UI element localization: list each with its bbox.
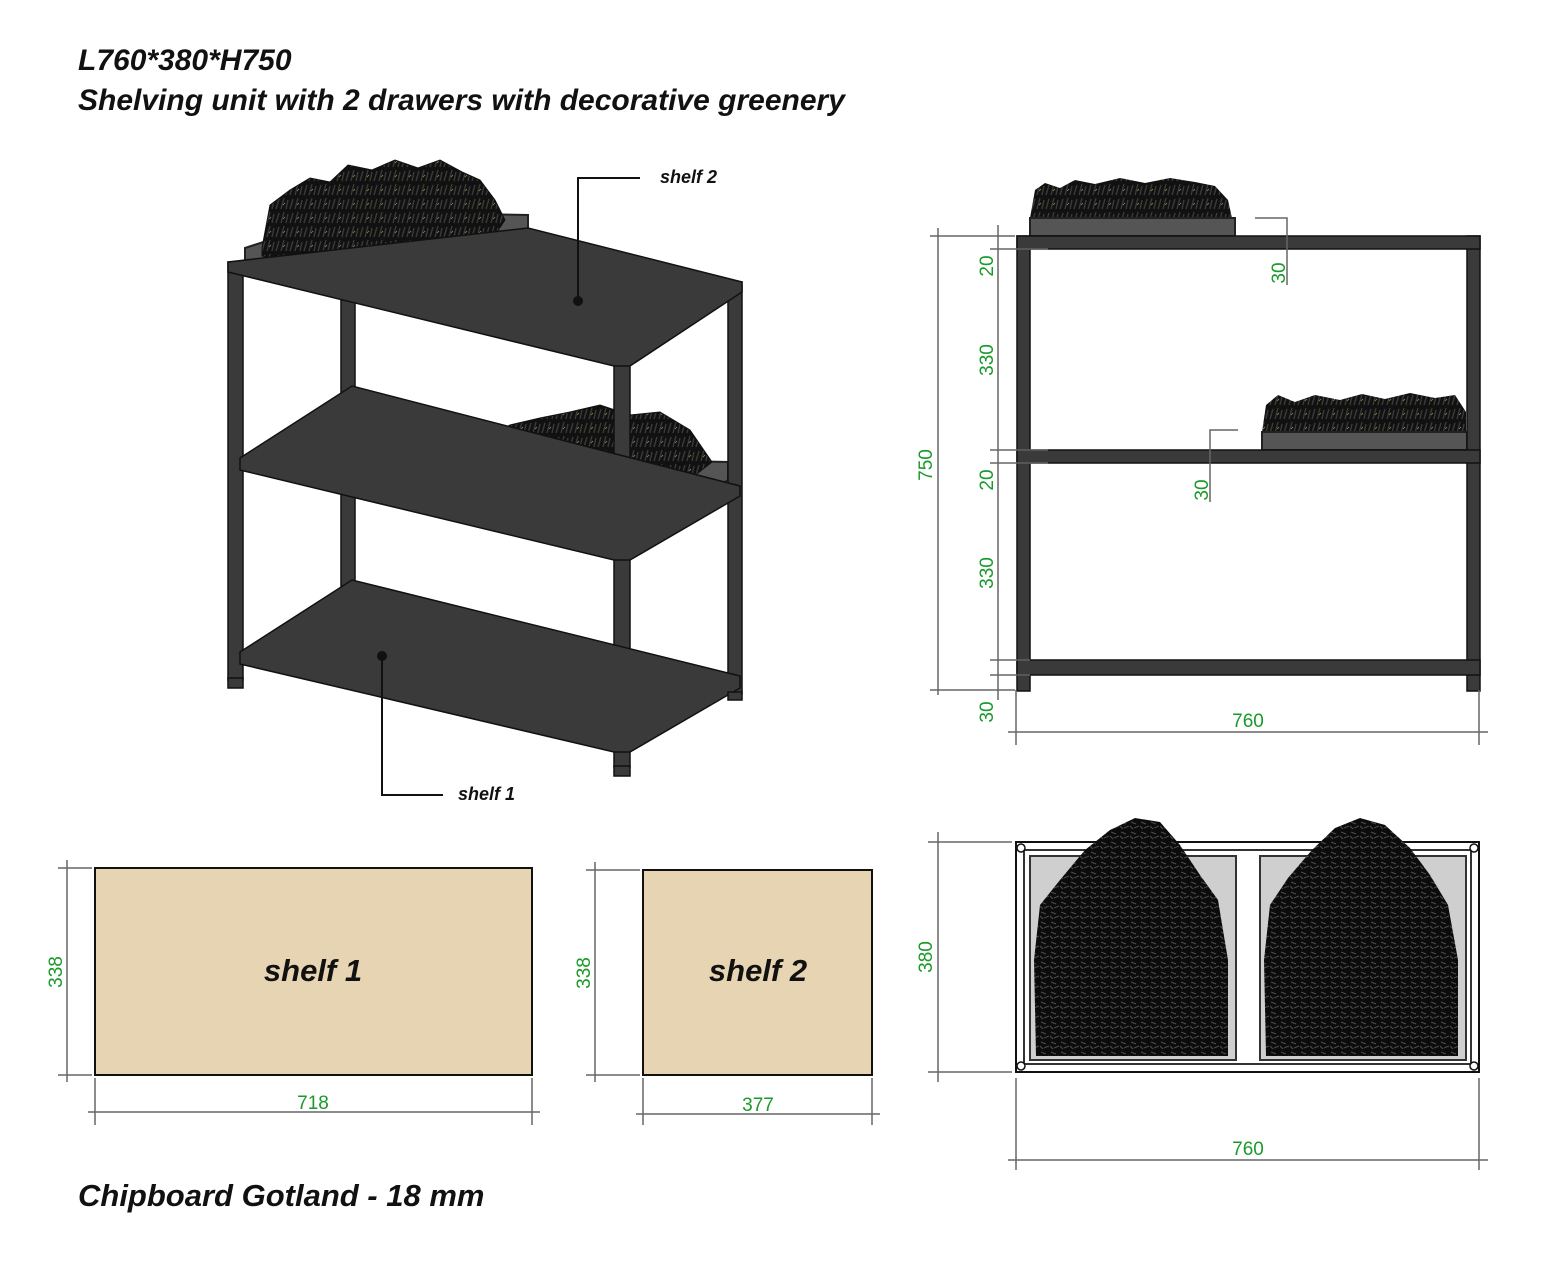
shelf-2-height: 338 <box>574 957 595 989</box>
dimensions-title: L760*380*H750 <box>78 44 292 77</box>
callout-shelf-2: shelf 2 <box>573 167 717 306</box>
front-seg-bottom: 30 <box>977 701 998 722</box>
front-tray-offset-mid: 30 <box>1192 479 1213 500</box>
front-gap-top: 20 <box>977 255 998 276</box>
front-dimension-lines <box>930 217 1488 745</box>
top-view-greenery-right <box>1264 818 1458 1056</box>
shelf-1-panel-label: shelf 1 <box>264 953 362 988</box>
shelf-1-panel: shelf 1 338 718 <box>46 860 540 1125</box>
top-view: 380 760 <box>916 818 1488 1170</box>
front-tray-offset-top: 30 <box>1269 262 1290 283</box>
isometric-view: shelf 2 shelf 1 <box>227 159 743 804</box>
front-view: 750 20 330 20 330 30 30 30 760 <box>916 178 1488 745</box>
callout-shelf-1-label: shelf 1 <box>458 784 515 804</box>
top-view-depth: 380 <box>916 941 937 973</box>
callout-shelf-2-label: shelf 2 <box>660 167 717 187</box>
product-description: Shelving unit with 2 drawers with decora… <box>78 84 845 117</box>
front-gap-mid: 20 <box>977 469 998 490</box>
shelf-1-width: 718 <box>297 1093 329 1114</box>
front-mid-tray <box>1261 431 1468 451</box>
shelf-2-panel: shelf 2 338 377 <box>574 862 880 1125</box>
front-top-tray <box>1029 217 1236 237</box>
front-top-greenery <box>1030 178 1232 218</box>
front-frame <box>1016 235 1481 692</box>
shelf-2-width: 377 <box>742 1095 774 1116</box>
shelf-1-height: 338 <box>46 956 67 988</box>
front-height-750: 750 <box>916 449 937 481</box>
frame <box>227 227 743 777</box>
front-seg-lower: 330 <box>977 557 998 589</box>
top-view-width: 760 <box>1232 1139 1264 1160</box>
material-note: Chipboard Gotland - 18 mm <box>78 1178 485 1213</box>
callout-shelf-1: shelf 1 <box>377 651 515 804</box>
front-width-760: 760 <box>1232 711 1264 732</box>
top-view-greenery-left <box>1034 818 1228 1056</box>
shelf-2-panel-label: shelf 2 <box>709 953 807 988</box>
front-mid-greenery <box>1262 393 1466 432</box>
front-seg-upper: 330 <box>977 344 998 376</box>
